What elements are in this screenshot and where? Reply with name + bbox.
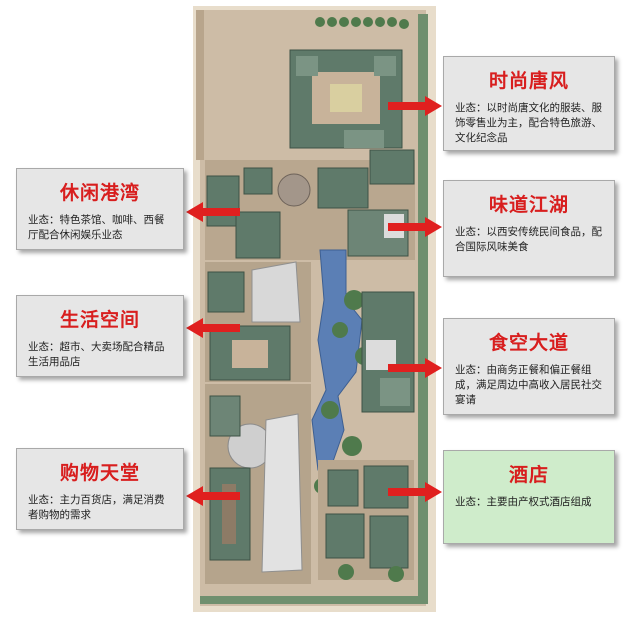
zone-title-flavor: 味道江湖 [488, 194, 569, 216]
arrow-hotel [388, 482, 442, 502]
north-courtyard-buildings [289, 49, 403, 149]
south-tree-row [200, 596, 426, 604]
west-road [196, 10, 204, 160]
zone-text-hotel: 业态：主要由产权式酒店组成 [455, 496, 592, 508]
shopping-buildings [205, 384, 311, 584]
arrow-dining [388, 358, 442, 378]
hotel-buildings [318, 460, 414, 582]
living-space-buildings [205, 261, 311, 382]
arrow-fashion [388, 96, 442, 116]
zone-box-flavor: 味道江湖 业态：以西安传统民间食品，配合国际风味美食 [443, 180, 615, 277]
zone-title-hotel: 酒店 [508, 464, 549, 486]
zone-text-living: 业态：超市、大卖场配合精品生活用品店 [28, 341, 165, 368]
zone-text-fashion: 业态：以时尚唐文化的服装、服饰零售业为主，配合特色旅游、文化纪念品 [455, 102, 602, 144]
dining-avenue-buildings [361, 291, 415, 413]
zone-box-shopping: 购物天堂 业态：主力百货店，满足消费者购物的需求 [16, 448, 184, 530]
zone-title-leisure: 休闲港湾 [59, 182, 140, 204]
zone-box-living: 生活空间 业态：超市、大卖场配合精品生活用品店 [16, 295, 184, 377]
zone-title-living: 生活空间 [59, 309, 140, 331]
zone-text-shopping: 业态：主力百货店，满足消费者购物的需求 [28, 494, 165, 521]
zone-title-fashion: 时尚唐风 [488, 70, 569, 92]
zone-box-hotel: 酒店 业态：主要由产权式酒店组成 [443, 450, 615, 544]
zone-text-leisure: 业态：特色茶馆、咖啡、西餐厅配合休闲娱乐业态 [28, 214, 165, 241]
zone-box-dining: 食空大道 业态：由商务正餐和偏正餐组成，满足周边中高收入居民社交宴请 [443, 318, 615, 415]
arrow-living [186, 318, 240, 338]
arrow-flavor [388, 217, 442, 237]
central-north-buildings [205, 149, 415, 260]
arrow-leisure [186, 202, 240, 222]
zone-text-dining: 业态：由商务正餐和偏正餐组成，满足周边中高收入居民社交宴请 [455, 364, 602, 406]
north-trees [315, 17, 409, 29]
arrow-shopping [186, 486, 240, 506]
zone-title-dining: 食空大道 [488, 332, 569, 354]
zone-box-leisure: 休闲港湾 业态：特色茶馆、咖啡、西餐厅配合休闲娱乐业态 [16, 168, 184, 250]
zone-title-shopping: 购物天堂 [59, 462, 140, 484]
zone-box-fashion: 时尚唐风 业态：以时尚唐文化的服装、服饰零售业为主，配合特色旅游、文化纪念品 [443, 56, 615, 151]
east-tree-row [418, 14, 428, 604]
zone-arrows [186, 96, 442, 506]
zone-text-flavor: 业态：以西安传统民间食品，配合国际风味美食 [455, 226, 602, 253]
